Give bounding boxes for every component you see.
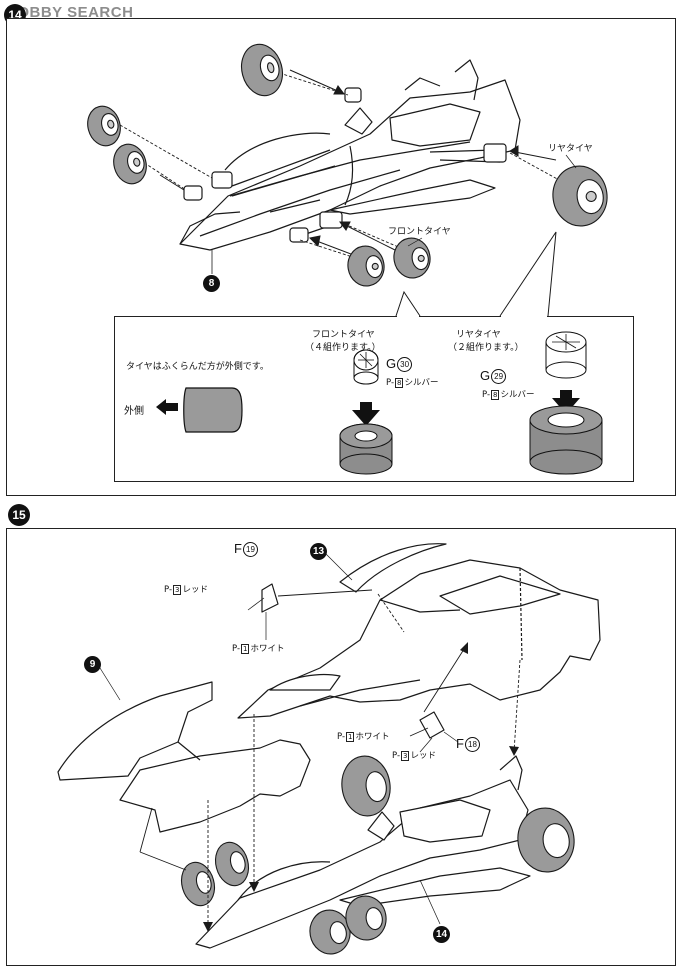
subassembly-13-badge: 13	[310, 543, 327, 560]
step-15-number: 15	[8, 504, 30, 526]
watermark-logo: HOBBY SEARCH	[6, 4, 134, 21]
front-tire-label: フロントタイヤ	[388, 227, 451, 237]
inset-front-qty: （４組作ります。）	[305, 343, 381, 353]
inset-front-title: フロントタイヤ	[312, 330, 375, 340]
inset-rear-title: リヤタイヤ	[456, 330, 501, 340]
tire-orientation-note: タイヤはふくらんだ方が外側です。	[126, 362, 269, 372]
subassembly-9-badge: 9	[84, 656, 101, 673]
subassembly-14-badge: 14	[433, 926, 450, 943]
inset-rear-qty: （２組作ります。）	[448, 343, 524, 353]
subassembly-8-badge: 8	[203, 275, 220, 292]
rear-tire-label: リヤタイヤ	[548, 144, 593, 154]
outside-label: 外側	[124, 406, 144, 417]
